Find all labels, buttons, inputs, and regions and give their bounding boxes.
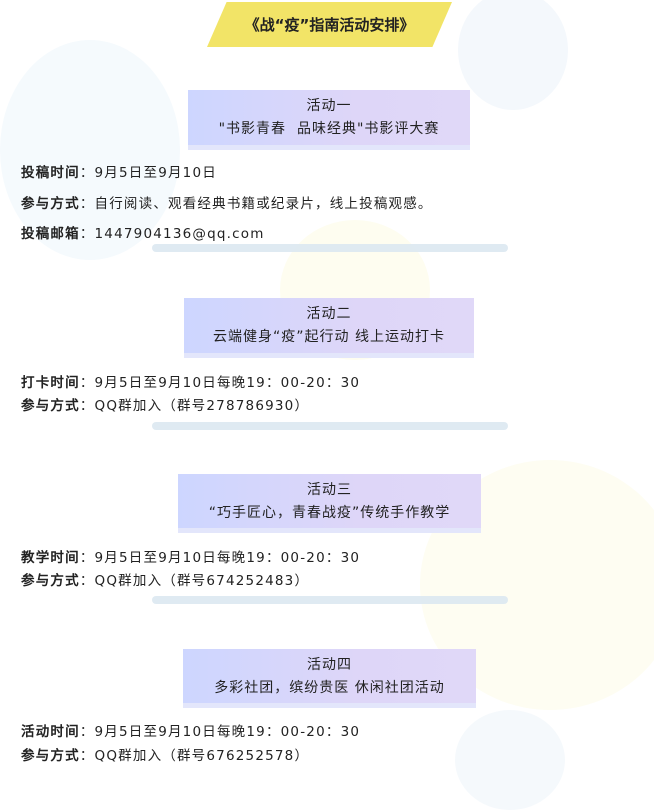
detail-label: 参与方式 <box>21 196 80 212</box>
detail-label: 参与方式 <box>21 573 80 589</box>
wave-divider <box>152 422 508 430</box>
detail-label: 活动时间 <box>21 724 80 740</box>
decor-circle <box>455 710 565 810</box>
detail-label: 投稿时间 <box>21 165 80 181</box>
wave-divider <box>152 244 508 252</box>
activity-subtitle: “巧手匠心，青春战疫”传统手作教学 <box>208 505 451 521</box>
detail-value: QQ群加入（群号278786930） <box>94 398 310 414</box>
detail-row: 活动时间：9月5日至9月10日每晚19：00-20：30 <box>21 724 361 740</box>
activity-3-header: 活动三 “巧手匠心，青春战疫”传统手作教学 <box>178 474 481 533</box>
detail-value: 9月5日至9月10日 <box>94 165 217 181</box>
detail-label: 参与方式 <box>21 748 80 764</box>
detail-row: 打卡时间：9月5日至9月10日每晚19：00-20：30 <box>21 375 361 391</box>
detail-row: 参与方式：自行阅读、观看经典书籍或纪录片，线上投稿观感。 <box>21 196 433 212</box>
activity-subtitle: 云端健身“疫”起行动 线上运动打卡 <box>213 329 445 345</box>
activity-subtitle: 多彩社团，缤纷贵医 休闲社团活动 <box>214 680 445 696</box>
detail-value: 自行阅读、观看经典书籍或纪录片，线上投稿观感。 <box>94 196 433 212</box>
decor-circle <box>458 0 568 110</box>
detail-value: 9月5日至9月10日每晚19：00-20：30 <box>94 375 361 391</box>
activity-2-header: 活动二 云端健身“疫”起行动 线上运动打卡 <box>184 298 474 358</box>
detail-row: 参与方式：QQ群加入（群号278786930） <box>21 398 310 414</box>
detail-row: 参与方式：QQ群加入（群号676252578） <box>21 748 310 764</box>
detail-label: 教学时间 <box>21 550 80 566</box>
wave-divider <box>152 596 508 604</box>
activity-name: 活动一 <box>306 98 352 114</box>
detail-label: 参与方式 <box>21 398 80 414</box>
detail-row: 参与方式：QQ群加入（群号674252483） <box>21 573 310 589</box>
decor-circle <box>0 40 180 260</box>
activity-subtitle: "书影青春 品味经典"书影评大赛 <box>218 121 440 137</box>
page-title: 《战“疫”指南活动安排》 <box>207 2 452 47</box>
detail-row: 投稿时间：9月5日至9月10日 <box>21 165 217 181</box>
activity-name: 活动三 <box>307 482 352 498</box>
activity-name: 活动二 <box>306 306 352 322</box>
activity-1-header: 活动一 "书影青春 品味经典"书影评大赛 <box>188 90 470 150</box>
detail-row: 教学时间：9月5日至9月10日每晚19：00-20：30 <box>21 550 361 566</box>
detail-label: 打卡时间 <box>21 375 80 391</box>
detail-value: 9月5日至9月10日每晚19：00-20：30 <box>94 724 361 740</box>
detail-label: 投稿邮箱 <box>21 226 80 242</box>
detail-value: QQ群加入（群号676252578） <box>94 748 310 764</box>
email-value: 1447904136@qq.com <box>94 226 265 242</box>
detail-row: 投稿邮箱：1447904136@qq.com <box>21 226 265 242</box>
activity-name: 活动四 <box>307 657 352 673</box>
activity-4-header: 活动四 多彩社团，缤纷贵医 休闲社团活动 <box>183 649 476 708</box>
detail-value: QQ群加入（群号674252483） <box>94 573 310 589</box>
detail-value: 9月5日至9月10日每晚19：00-20：30 <box>94 550 361 566</box>
